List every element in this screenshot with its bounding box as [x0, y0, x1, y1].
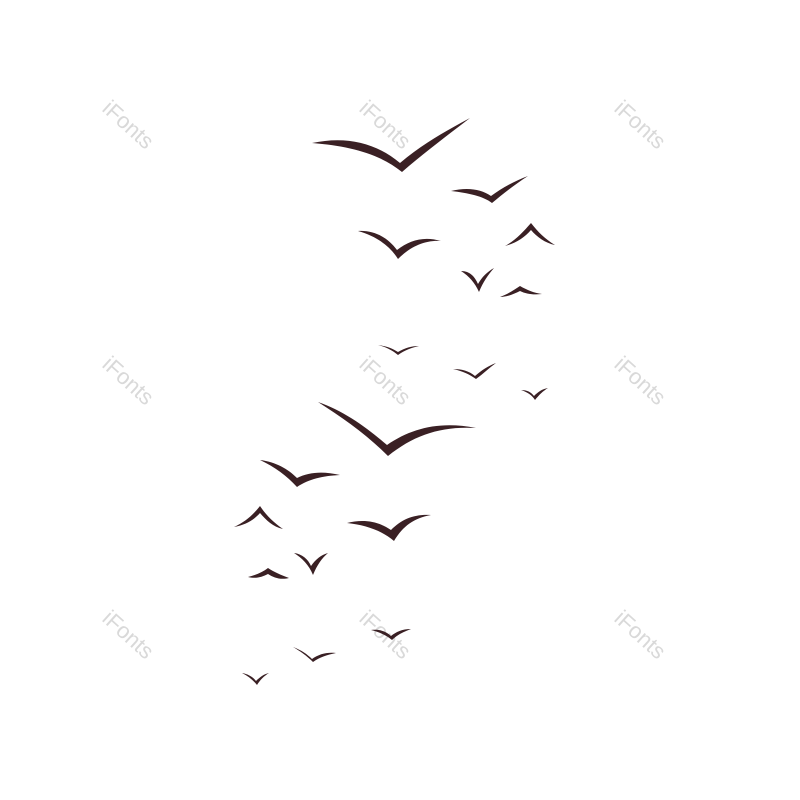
- bird-icon: [378, 345, 419, 355]
- bird-icon: [242, 673, 269, 685]
- bird-icon: [500, 286, 542, 297]
- bird-icon: [371, 629, 411, 640]
- bird-icon: [461, 268, 494, 292]
- bird-icon: [358, 230, 441, 259]
- bird-icon: [453, 363, 496, 379]
- bird-icon: [318, 402, 476, 456]
- bird-icon: [505, 223, 555, 246]
- bird-icon: [248, 568, 289, 579]
- bird-icon: [312, 118, 470, 172]
- bird-icon: [234, 506, 283, 529]
- bird-icon: [293, 647, 336, 662]
- bird-icon: [347, 514, 431, 541]
- bird-icon: [294, 553, 328, 575]
- bird-icon: [521, 388, 548, 400]
- bird-icon: [260, 460, 340, 487]
- bird-icon: [451, 176, 528, 203]
